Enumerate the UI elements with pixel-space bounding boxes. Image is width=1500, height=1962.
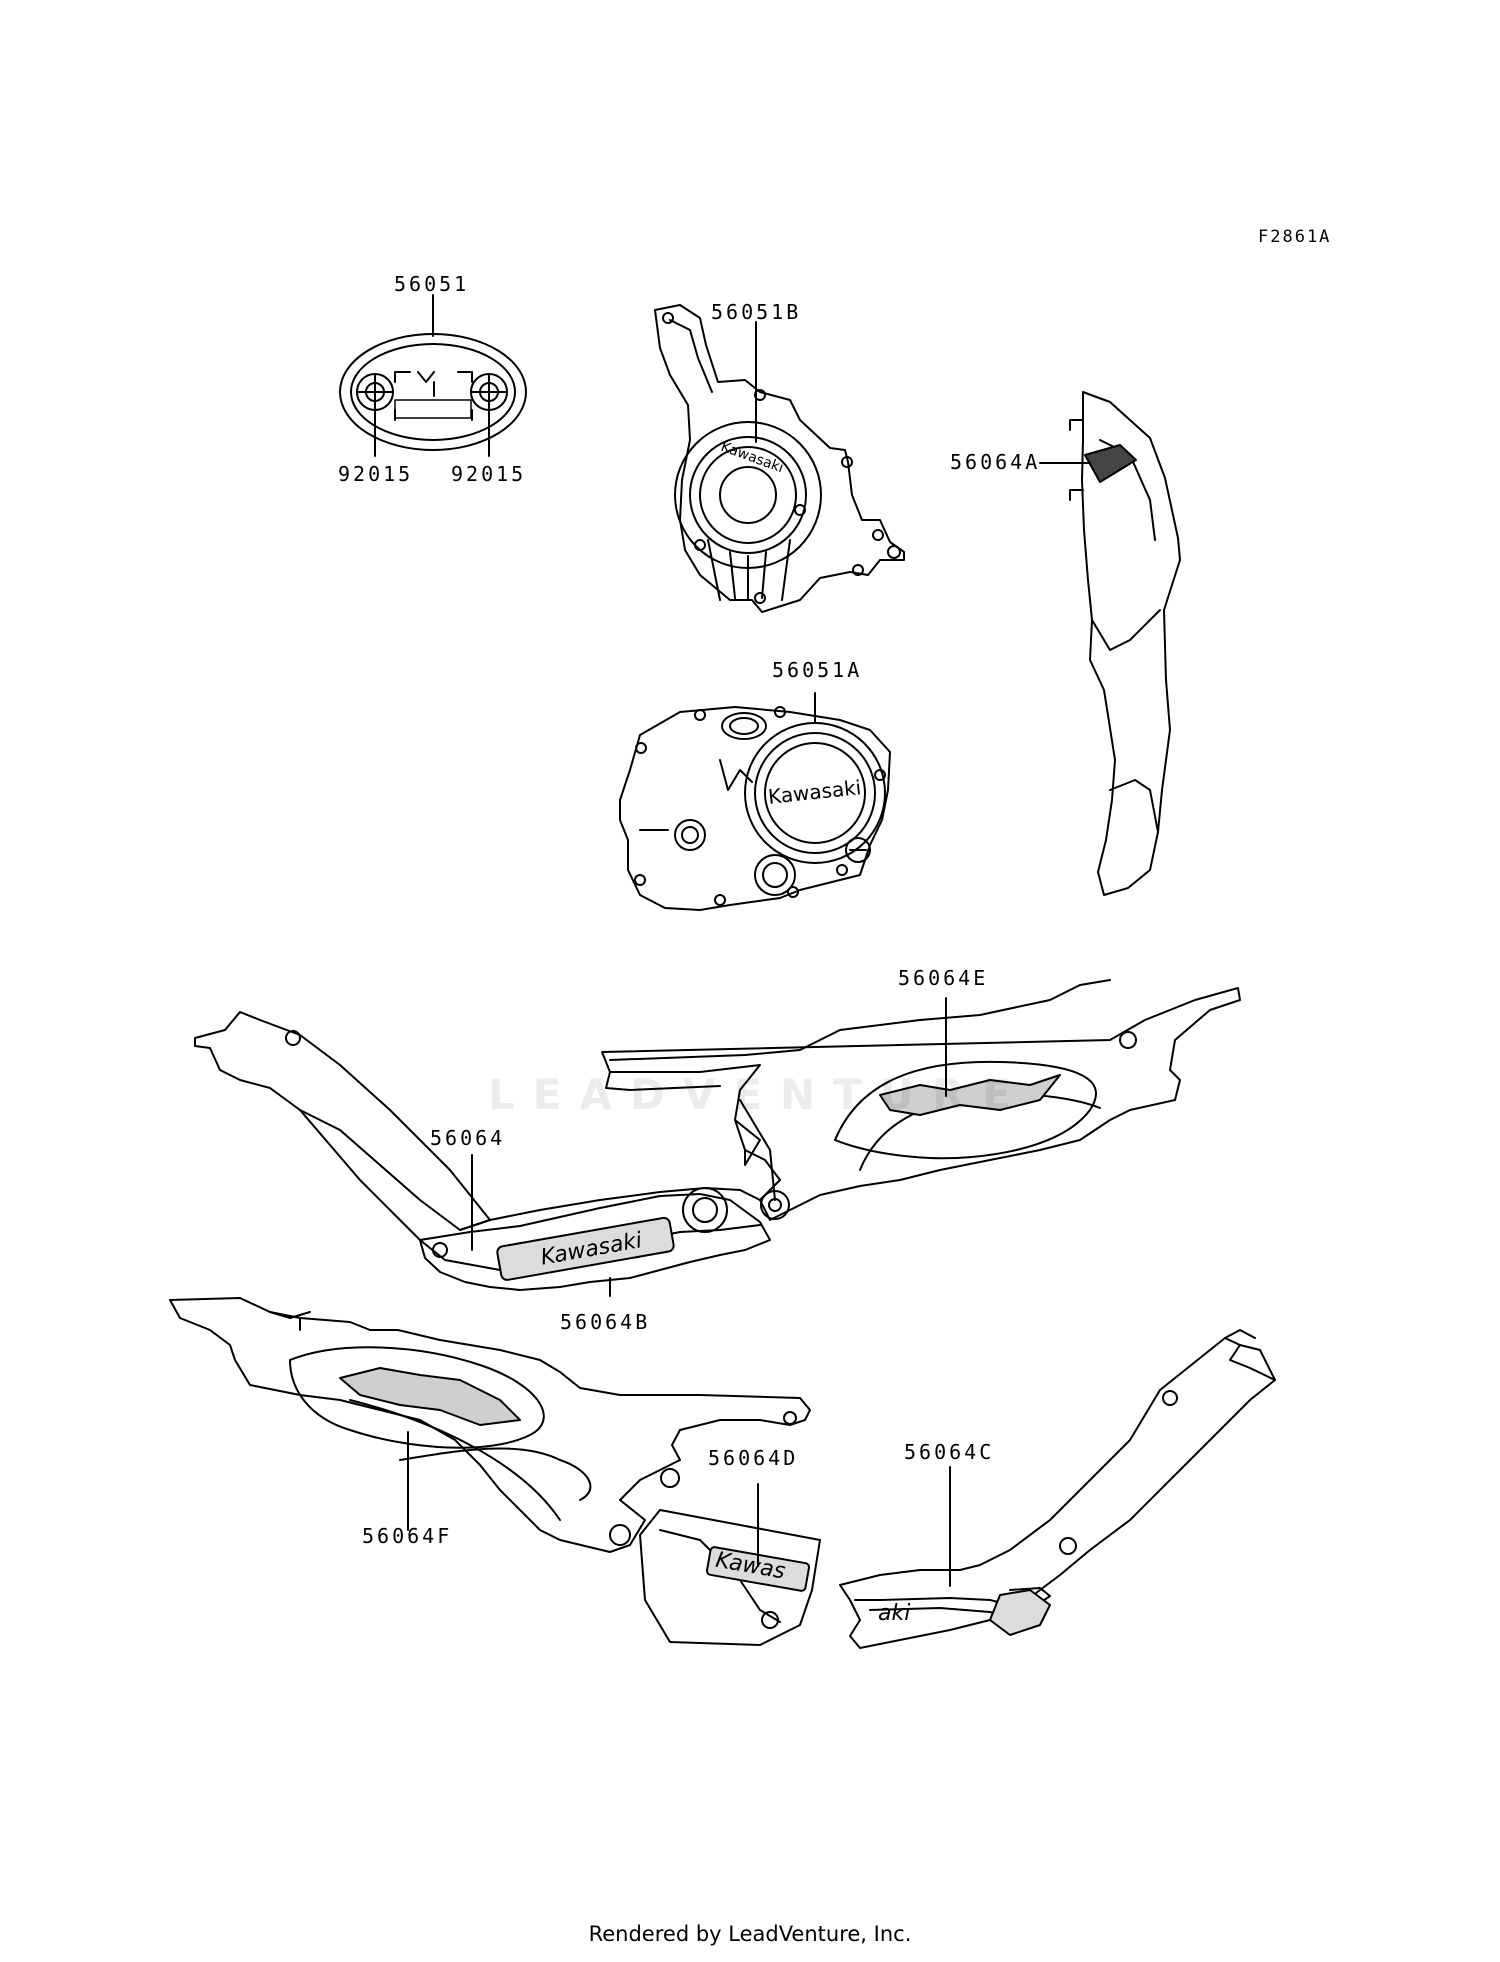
decal-text-56051A: Kawasaki xyxy=(767,775,862,809)
decal-text-56064C: aki xyxy=(878,1601,910,1626)
frame-decals-upper xyxy=(194,979,1241,1291)
footer-credit: Rendered by LeadVenture, Inc. xyxy=(588,1922,912,1946)
figure-code: F2861A xyxy=(1258,227,1332,247)
label-92015-right[interactable]: 92015 xyxy=(451,462,527,486)
label-56064E[interactable]: 56064E xyxy=(898,966,989,990)
label-56064C[interactable]: 56064C xyxy=(904,1440,995,1464)
clutch-cover-56051A xyxy=(619,706,891,911)
watermark: LEADVENTURE xyxy=(488,1070,1029,1119)
label-56051A[interactable]: 56051A xyxy=(772,658,863,682)
label-56064F[interactable]: 56064F xyxy=(362,1524,453,1548)
label-56051B[interactable]: 56051B xyxy=(711,300,802,324)
shroud-56064A xyxy=(1069,391,1181,896)
frame-decals-lower-left xyxy=(169,1297,821,1646)
label-92015-left[interactable]: 92015 xyxy=(338,462,414,486)
label-56064A[interactable]: 56064A xyxy=(950,450,1041,474)
label-56064B[interactable]: 56064B xyxy=(560,1310,651,1334)
label-56051[interactable]: 56051 xyxy=(394,272,470,296)
label-56064[interactable]: 56064 xyxy=(430,1126,506,1150)
emblem-56051 xyxy=(339,333,527,451)
frame-decal-56064C xyxy=(839,1329,1276,1649)
label-56064D[interactable]: 56064D xyxy=(708,1446,799,1470)
